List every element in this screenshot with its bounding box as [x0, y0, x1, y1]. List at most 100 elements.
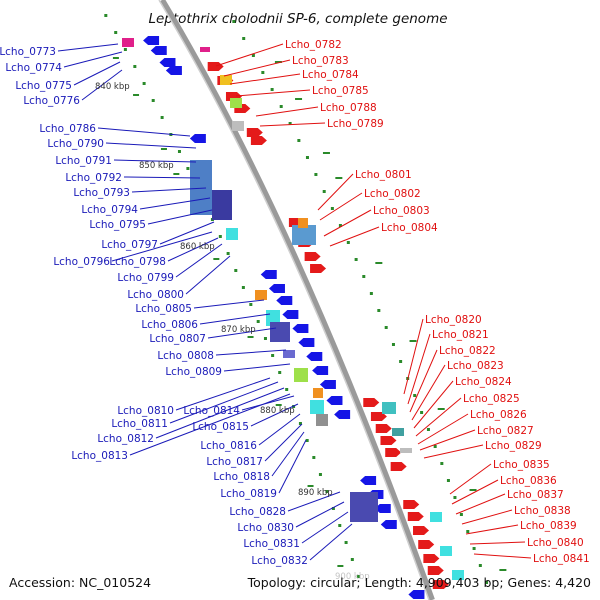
leader-line [123, 176, 201, 179]
tick-dot [384, 326, 388, 329]
gene-arrow [374, 504, 391, 513]
leader-line [185, 255, 231, 295]
tick-dot [344, 541, 348, 544]
gene-label[interactable]: Lcho_0806 [141, 319, 198, 331]
leader-line [167, 237, 219, 262]
gene-label[interactable]: Lcho_0775 [15, 80, 72, 92]
gene-label[interactable]: Lcho_0819 [220, 488, 277, 500]
gene-box [200, 47, 210, 52]
gene-arrow [432, 580, 449, 589]
gene-label[interactable]: Lcho_0805 [135, 303, 192, 315]
gene-label[interactable]: Lcho_0809 [165, 366, 222, 378]
gene-label[interactable]: Lcho_0822 [439, 345, 496, 357]
gene-label[interactable]: Lcho_0785 [312, 85, 369, 97]
gene-label[interactable]: Lcho_0824 [455, 376, 512, 388]
tick-dot [322, 190, 326, 193]
major-tick [275, 404, 282, 406]
gene-label[interactable]: Lcho_0828 [229, 506, 286, 518]
leader-line [255, 106, 319, 117]
tick-dot [391, 343, 395, 346]
gene-label[interactable]: Lcho_0789 [327, 118, 384, 130]
leader-line [159, 221, 215, 245]
gene-label[interactable]: Lcho_0803 [373, 205, 430, 217]
gene-label[interactable]: Lcho_0804 [381, 222, 438, 234]
gene-label[interactable]: Lcho_0790 [47, 138, 104, 150]
gene-label[interactable]: Lcho_0786 [39, 123, 96, 135]
gene-label[interactable]: Lcho_0794 [81, 204, 138, 216]
leader-line [419, 429, 476, 451]
gene-label[interactable]: Lcho_0829 [485, 440, 542, 452]
gene-arrow [370, 412, 387, 421]
gene-arrow [407, 512, 424, 521]
gene-label[interactable]: Lcho_0784 [302, 69, 359, 81]
gene-label[interactable]: Lcho_0825 [463, 393, 520, 405]
gene-label[interactable]: Lcho_0792 [65, 172, 122, 184]
gene-label[interactable]: Lcho_0797 [101, 239, 158, 251]
gene-label[interactable]: Lcho_0835 [493, 459, 550, 471]
gene-label[interactable]: Lcho_0795 [89, 219, 146, 231]
gene-label[interactable]: Lcho_0801 [355, 169, 412, 181]
leader-line [403, 318, 424, 395]
gene-label[interactable]: Lcho_0839 [520, 520, 577, 532]
gene-label[interactable]: Lcho_0818 [213, 471, 270, 483]
gene-label[interactable]: Lcho_0773 [0, 46, 56, 58]
gene-label[interactable]: Lcho_0841 [533, 553, 590, 565]
tick-dot [186, 167, 190, 170]
gene-label[interactable]: Lcho_0811 [111, 418, 168, 430]
gene-label[interactable]: Lcho_0774 [5, 62, 62, 74]
gene-label[interactable]: Lcho_0816 [200, 440, 257, 452]
gene-label[interactable]: Lcho_0800 [127, 289, 184, 301]
gene-label[interactable]: Lcho_0798 [109, 256, 166, 268]
gene-label[interactable]: Lcho_0827 [477, 425, 534, 437]
leader-line [215, 43, 284, 67]
tick-dot [331, 507, 335, 510]
gene-label[interactable]: Lcho_0807 [149, 333, 206, 345]
tick-dot [466, 530, 470, 533]
gene-label[interactable]: Lcho_0817 [206, 456, 263, 468]
tick-dot [278, 371, 282, 374]
gene-label[interactable]: Lcho_0808 [157, 350, 214, 362]
tick-dot [338, 224, 342, 227]
gene-label[interactable]: Lcho_0826 [470, 409, 527, 421]
gene-label[interactable]: Lcho_0832 [251, 555, 308, 567]
gene-label[interactable]: Lcho_0837 [507, 489, 564, 501]
gene-arrow [312, 366, 329, 375]
gene-label[interactable]: Lcho_0838 [514, 505, 571, 517]
gene-label[interactable]: Lcho_0812 [97, 433, 154, 445]
tick-dot [420, 411, 424, 414]
gene-label[interactable]: Lcho_0823 [447, 360, 504, 372]
gene-label[interactable]: Lcho_0821 [432, 329, 489, 341]
scale-label: 840 kbp [95, 82, 130, 92]
gene-label[interactable]: Lcho_0810 [117, 405, 174, 417]
gene-label[interactable]: Lcho_0796 [53, 256, 110, 268]
gene-label[interactable]: Lcho_0799 [117, 272, 174, 284]
gene-label[interactable]: Lcho_0783 [292, 55, 349, 67]
gene-label[interactable]: Lcho_0830 [237, 522, 294, 534]
gene-label[interactable]: Lcho_0813 [71, 450, 128, 462]
gene-label[interactable]: Lcho_0793 [73, 187, 130, 199]
gene-label[interactable]: Lcho_0788 [320, 102, 377, 114]
gene-label[interactable]: Lcho_0836 [500, 475, 557, 487]
leader-line [111, 231, 213, 262]
gene-label[interactable]: Lcho_0791 [55, 155, 112, 167]
gene-arrow [413, 526, 430, 535]
leader-line [451, 479, 499, 505]
gene-label[interactable]: Lcho_0820 [425, 314, 482, 326]
gene-box [190, 160, 212, 215]
gene-label[interactable]: Lcho_0840 [527, 537, 584, 549]
major-tick [437, 408, 445, 410]
gene-label[interactable]: Lcho_0831 [243, 538, 300, 550]
major-tick [160, 148, 167, 150]
gene-label[interactable]: Lcho_0776 [23, 95, 80, 107]
gene-label[interactable]: Lcho_0815 [192, 421, 249, 433]
left-gene-labels: Lcho_0773 Lcho_0774 Lcho_0775 Lcho_0776 … [0, 46, 308, 567]
genome-title: Leptothrix cholodnii SP-6, complete geno… [148, 11, 447, 27]
gene-arrow [292, 324, 309, 333]
tick-dot [271, 354, 275, 357]
gene-label[interactable]: Lcho_0802 [364, 188, 421, 200]
leader-line [105, 142, 197, 149]
leader-line [473, 553, 532, 559]
tick-dot [288, 122, 292, 125]
gene-label[interactable]: Lcho_0782 [285, 39, 342, 51]
gene-label[interactable]: Lcho_0814 [183, 405, 240, 417]
